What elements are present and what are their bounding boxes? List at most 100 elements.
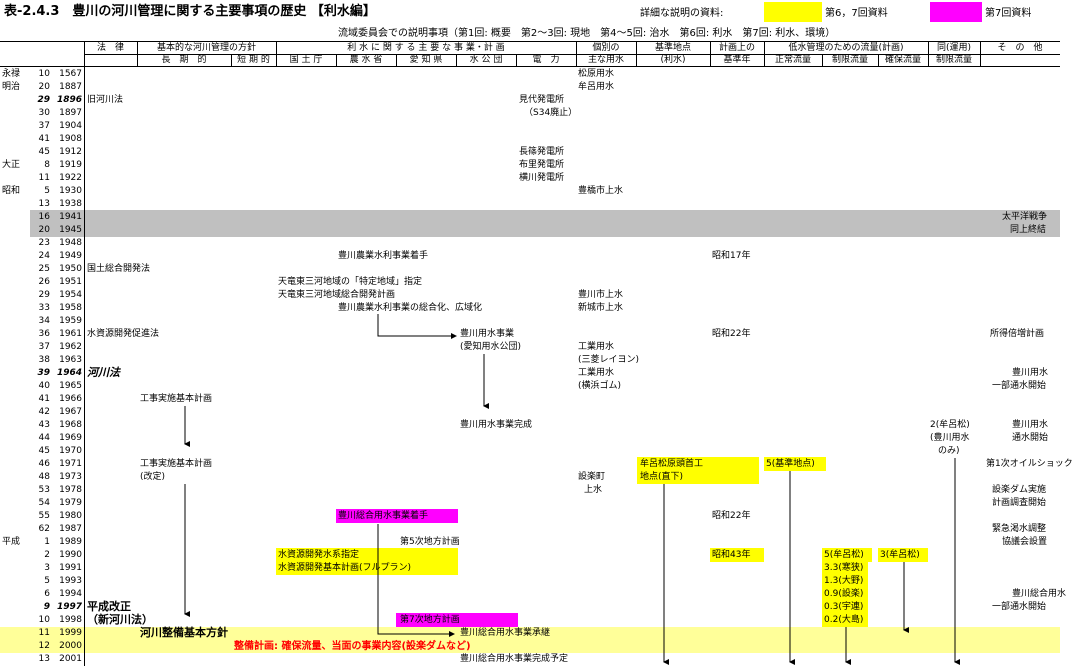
row-year: 1963 (59, 355, 82, 365)
entry: 5(基準地点) (766, 459, 815, 469)
row-year: 1990 (59, 550, 82, 560)
row-era-year: 37 (38, 342, 50, 352)
row-era-year: 43 (38, 420, 50, 430)
base-highlight (764, 457, 826, 471)
hdr-vline (137, 41, 138, 66)
subtitle: 流域委員会での説明事項（第1回: 概要 第2～3回: 現地 第4～5回: 治水 … (338, 28, 836, 39)
hdr-flow: 低水管理のための流量(計画) (788, 43, 904, 53)
entry: 緊急渇水調整 (992, 524, 1047, 534)
row-year: 1962 (59, 342, 82, 352)
page-title: 表-2.4.3 豊川の河川管理に関する主要事項の歴史 【利水編】 (4, 4, 376, 19)
row-era-year: 45 (38, 446, 50, 456)
hdr-power: 電 力 (532, 55, 560, 65)
row-era-year: 29 (38, 290, 50, 300)
row-year: 1997 (56, 602, 82, 612)
row-year: 1978 (59, 485, 82, 495)
hdr-vline (822, 54, 823, 66)
row-era-year: 5 (44, 576, 50, 586)
entry: 平成改正 (87, 600, 131, 613)
hdr-vline (980, 41, 981, 66)
header-mid-line (84, 54, 1060, 55)
hdr-vline (396, 54, 397, 66)
row-era-year: 30 (38, 108, 50, 118)
row-era-year: 13 (38, 199, 50, 209)
row-era-year: 44 (38, 433, 50, 443)
entry: 計画調査開始 (992, 498, 1047, 508)
row-year: 1930 (59, 186, 82, 196)
row-year: 1968 (59, 420, 82, 430)
row-year: 1959 (59, 316, 82, 326)
row-year: 1973 (59, 472, 82, 482)
row-era-year: 38 (38, 355, 50, 365)
entry: 豊川用水事業完成 (460, 420, 533, 430)
entry: （S34廃止） (524, 108, 578, 118)
row-era-year: 20 (38, 82, 50, 92)
row-era-year: 24 (38, 251, 50, 261)
entry: 昭和22年 (712, 329, 751, 339)
row-year: 1989 (59, 537, 82, 547)
hdr-vline (516, 54, 517, 66)
entry: 豊川総合用水事業承継 (460, 628, 551, 638)
row-year: 1965 (59, 381, 82, 391)
hdr-water1: 個別の (592, 43, 620, 53)
row-year: 1912 (59, 147, 82, 157)
entry: 牟呂松原頭首工 (640, 459, 704, 469)
entry: 旧河川法 (87, 95, 124, 105)
entry: 豊川用水事業 (460, 329, 515, 339)
row-era-year: 16 (38, 212, 50, 222)
entry: 一部通水開始 (992, 381, 1047, 391)
entry: 地点(直下) (640, 472, 684, 482)
row-era-year: 41 (38, 134, 50, 144)
row-year: 1961 (59, 329, 82, 339)
entry: 豊川用水 (1012, 420, 1049, 430)
entry: 5(牟呂松) (824, 550, 864, 560)
entry: 昭和17年 (712, 251, 751, 261)
entry: 豊川用水 (1012, 368, 1049, 378)
legend-magenta-swatch (930, 2, 982, 22)
entry: 工事実施基本計画 (140, 459, 213, 469)
entry: 通水開始 (1012, 433, 1049, 443)
row-year: 1969 (59, 433, 82, 443)
row-year: 1567 (59, 69, 82, 79)
muro-highlight (637, 457, 759, 484)
entry: 豊川農業水利事業の総合化、広域化 (338, 303, 483, 313)
row-era-year: 55 (38, 511, 50, 521)
entry: 水資源開発基本計画(フルプラン) (278, 563, 412, 573)
entry: 天竜東三河地域総合開発計画 (278, 290, 396, 300)
hdr-policy-short: 短 期 的 (237, 55, 270, 65)
entry: 昭和22年 (712, 511, 751, 521)
entry: (愛知用水公団) (460, 342, 522, 352)
hdr-other: そ の 他 (997, 43, 1043, 53)
row-era-year: 13 (38, 654, 50, 664)
row-era-year: 5 (44, 186, 50, 196)
hdr-vline (710, 41, 711, 66)
row-year: 1897 (59, 108, 82, 118)
row-era-year: 48 (38, 472, 50, 482)
entry: 太平洋戦争 (1002, 212, 1048, 222)
entry: のみ) (938, 446, 960, 456)
row-year: 1966 (59, 394, 82, 404)
row-year: 1949 (59, 251, 82, 261)
entry: 天竜東三河地域の「特定地域」指定 (278, 277, 423, 287)
entry: 豊橋市上水 (578, 186, 624, 196)
row-year: 2000 (59, 641, 82, 651)
row-era-year: 36 (38, 329, 50, 339)
row-era-year: 1 (44, 537, 50, 547)
entry: 一部通水開始 (992, 602, 1047, 612)
hdr-flow-secure: 確保流量 (884, 55, 921, 65)
entry: 豊川総合用水事業着手 (338, 511, 429, 521)
hdr-law: 法 律 (96, 43, 124, 53)
row-era-year: 8 (44, 160, 50, 170)
entry: (改定) (140, 472, 166, 482)
entry: (三菱レイヨン) (578, 355, 640, 365)
entry: 昭和43年 (712, 550, 751, 560)
entry: 工業用水 (578, 368, 615, 378)
row-era-year: 10 (38, 615, 50, 625)
hdr-vline (764, 41, 765, 66)
row-era-year: 12 (38, 641, 50, 651)
entry: 同上終結 (1010, 225, 1047, 235)
row-era-year: 11 (38, 628, 50, 638)
entry: 河川法 (87, 366, 120, 379)
row-year: 1950 (59, 264, 82, 274)
legend-label: 詳細な説明の資料: (640, 8, 724, 19)
